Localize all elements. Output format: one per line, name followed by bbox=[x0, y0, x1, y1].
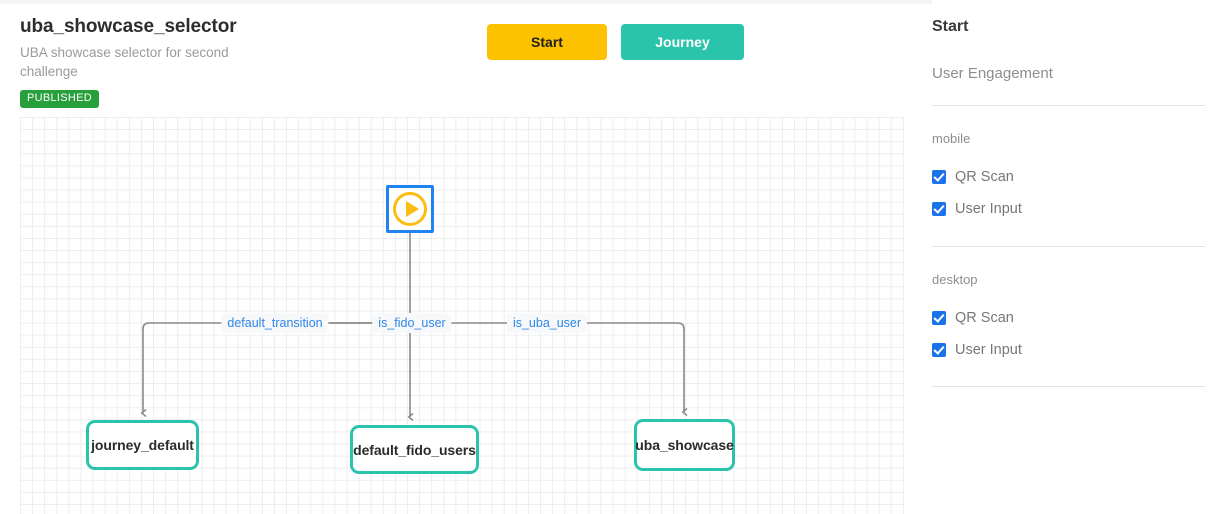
checkbox-label: User Input bbox=[955, 201, 1022, 217]
edge-label-is-fido-user[interactable]: is_fido_user bbox=[372, 313, 451, 333]
checkbox-icon[interactable] bbox=[932, 343, 946, 357]
checkbox-label: User Input bbox=[955, 342, 1022, 358]
divider bbox=[932, 246, 1205, 247]
node-default-fido-users[interactable]: default_fido_users bbox=[350, 425, 479, 474]
start-node[interactable] bbox=[386, 185, 434, 233]
properties-sidebar: Start User Engagement mobile QR Scan Use… bbox=[932, 0, 1217, 514]
sidebar-title: Start bbox=[932, 18, 968, 36]
edge-label-is-uba-user[interactable]: is_uba_user bbox=[507, 313, 587, 333]
group-label-mobile: mobile bbox=[932, 131, 970, 146]
checkbox-row-mobile-user-input[interactable]: User Input bbox=[932, 200, 1022, 218]
node-label: default_fido_users bbox=[353, 442, 476, 458]
node-label: journey_default bbox=[91, 437, 194, 453]
sidebar-subtitle: User Engagement bbox=[932, 65, 1053, 82]
page-title: uba_showcase_selector bbox=[20, 16, 350, 38]
divider bbox=[932, 386, 1205, 387]
checkbox-icon[interactable] bbox=[932, 311, 946, 325]
journey-button[interactable]: Journey bbox=[621, 24, 744, 60]
checkbox-row-desktop-qr-scan[interactable]: QR Scan bbox=[932, 309, 1014, 327]
toolbar: Start Journey bbox=[487, 24, 744, 60]
checkbox-icon[interactable] bbox=[932, 202, 946, 216]
checkbox-label: QR Scan bbox=[955, 310, 1014, 326]
checkbox-label: QR Scan bbox=[955, 169, 1014, 185]
node-journey-default[interactable]: journey_default bbox=[86, 420, 199, 470]
divider bbox=[932, 105, 1205, 106]
node-uba-showcase[interactable]: uba_showcase bbox=[634, 419, 735, 471]
flow-header: uba_showcase_selector UBA showcase selec… bbox=[20, 16, 350, 108]
checkbox-row-mobile-qr-scan[interactable]: QR Scan bbox=[932, 168, 1014, 186]
group-label-desktop: desktop bbox=[932, 272, 978, 287]
status-badge: PUBLISHED bbox=[20, 90, 99, 108]
checkbox-row-desktop-user-input[interactable]: User Input bbox=[932, 341, 1022, 359]
start-button[interactable]: Start bbox=[487, 24, 607, 60]
flow-description: UBA showcase selector for second challen… bbox=[20, 43, 245, 81]
play-triangle-icon bbox=[406, 201, 419, 217]
flow-canvas[interactable]: default_transition is_fido_user is_uba_u… bbox=[20, 117, 904, 514]
node-label: uba_showcase bbox=[635, 437, 733, 453]
edge-label-default-transition[interactable]: default_transition bbox=[221, 313, 328, 333]
checkbox-icon[interactable] bbox=[932, 170, 946, 184]
play-circle-icon bbox=[393, 192, 427, 226]
